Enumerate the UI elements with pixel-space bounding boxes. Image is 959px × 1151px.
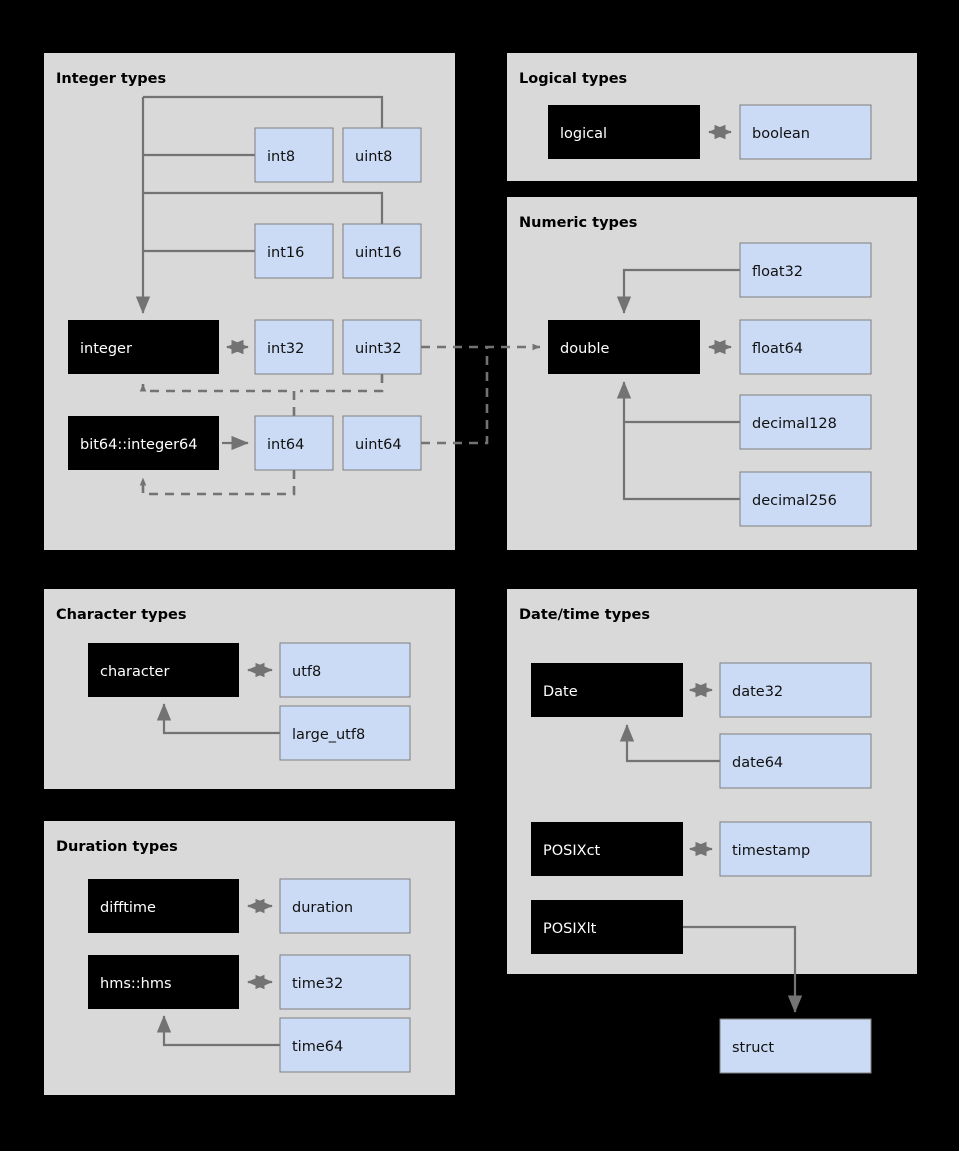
node-date32[interactable]: date32	[719, 662, 872, 718]
node-label-decimal256: decimal256	[752, 493, 837, 509]
node-label-integer: integer	[80, 341, 132, 357]
edge-int64-to-bit64-dashed	[139, 470, 296, 496]
node-difftime[interactable]: difftime	[88, 879, 239, 933]
node-uint8[interactable]: uint8	[342, 127, 422, 183]
node-date[interactable]: Date	[531, 663, 683, 717]
node-large-utf8[interactable]: large_utf8	[279, 705, 411, 761]
node-label-large-utf8: large_utf8	[292, 727, 365, 743]
node-label-hms-hms: hms::hms	[100, 976, 172, 992]
node-duration[interactable]: duration	[279, 878, 411, 934]
node-float64[interactable]: float64	[739, 319, 872, 375]
node-label-boolean: boolean	[752, 126, 810, 142]
node-label-int8: int8	[267, 149, 295, 165]
node-label-struct: struct	[732, 1040, 774, 1056]
node-label-character: character	[100, 664, 169, 680]
node-label-posixct: POSIXct	[543, 843, 601, 859]
node-int32[interactable]: int32	[254, 319, 334, 375]
node-utf8[interactable]: utf8	[279, 642, 411, 698]
node-label-logical: logical	[560, 126, 607, 142]
edge-float32-to-double	[616, 268, 740, 314]
node-label-float64: float64	[752, 341, 803, 357]
node-label-date64: date64	[732, 755, 783, 771]
node-label-utf8: utf8	[292, 664, 321, 680]
panel-title-character: Character types	[56, 607, 186, 623]
node-label-uint16: uint16	[355, 245, 402, 261]
node-label-date32: date32	[732, 684, 783, 700]
node-integer[interactable]: integer	[68, 320, 219, 374]
node-label-bit64-integer64: bit64::integer64	[80, 437, 198, 453]
node-character[interactable]: character	[88, 643, 239, 697]
panel-title-datetime: Date/time types	[519, 607, 650, 623]
edge-time64-to-hms	[156, 1015, 280, 1047]
edge-date64-to-date	[619, 724, 720, 763]
node-float32[interactable]: float32	[739, 242, 872, 298]
node-date64[interactable]: date64	[719, 733, 872, 789]
node-label-posixlt: POSIXlt	[543, 921, 597, 937]
panel-title-numeric: Numeric types	[519, 215, 637, 231]
node-label-uint32: uint32	[355, 341, 402, 357]
node-int64[interactable]: int64	[254, 415, 334, 471]
node-label-time64: time64	[292, 1039, 343, 1055]
node-struct[interactable]: struct	[719, 1018, 872, 1074]
node-boolean[interactable]: boolean	[739, 104, 872, 160]
node-int8[interactable]: int8	[254, 127, 334, 183]
edge-posixlt-to-struct	[683, 925, 803, 1013]
edge-decimal256-to-double	[616, 381, 740, 501]
node-label-decimal128: decimal128	[752, 416, 837, 432]
node-uint32[interactable]: uint32	[342, 319, 422, 375]
node-label-duration: duration	[292, 900, 353, 916]
node-label-timestamp: timestamp	[732, 843, 810, 859]
edge-uint32-to-integer-rail-dashed	[300, 374, 384, 393]
node-hms-hms[interactable]: hms::hms	[88, 955, 239, 1009]
node-time64[interactable]: time64	[279, 1017, 411, 1073]
node-label-float32: float32	[752, 264, 803, 280]
node-time32[interactable]: time32	[279, 954, 411, 1010]
edge-uint16-to-trunk	[143, 191, 384, 224]
panel-title-integer: Integer types	[56, 71, 166, 87]
node-bit64-integer64[interactable]: bit64::integer64	[68, 416, 219, 470]
edge-large-utf8-to-character	[156, 703, 280, 735]
node-logical[interactable]: logical	[548, 105, 700, 159]
node-label-date: Date	[543, 684, 578, 700]
node-label-time32: time32	[292, 976, 343, 992]
node-label-int64: int64	[267, 437, 304, 453]
node-label-uint64: uint64	[355, 437, 402, 453]
node-uint64[interactable]: uint64	[342, 415, 422, 471]
node-decimal256[interactable]: decimal256	[739, 471, 872, 527]
node-double[interactable]: double	[548, 320, 700, 374]
node-label-uint8: uint8	[355, 149, 392, 165]
node-label-difftime: difftime	[100, 900, 156, 916]
edge-int64-to-integer-dashed	[139, 383, 296, 416]
node-int16[interactable]: int16	[254, 223, 334, 279]
node-timestamp[interactable]: timestamp	[719, 821, 872, 877]
node-label-double: double	[560, 341, 609, 357]
node-posixct[interactable]: POSIXct	[531, 822, 683, 876]
node-uint16[interactable]: uint16	[342, 223, 422, 279]
edge-uint8-to-trunk	[143, 95, 384, 128]
edge-uint64-to-double-dashed	[421, 347, 489, 445]
node-label-int16: int16	[267, 245, 304, 261]
node-decimal128[interactable]: decimal128	[739, 394, 872, 450]
panel-title-duration: Duration types	[56, 839, 178, 855]
node-posixlt[interactable]: POSIXlt	[531, 900, 683, 954]
node-label-int32: int32	[267, 341, 304, 357]
panel-title-logical: Logical types	[519, 71, 627, 87]
